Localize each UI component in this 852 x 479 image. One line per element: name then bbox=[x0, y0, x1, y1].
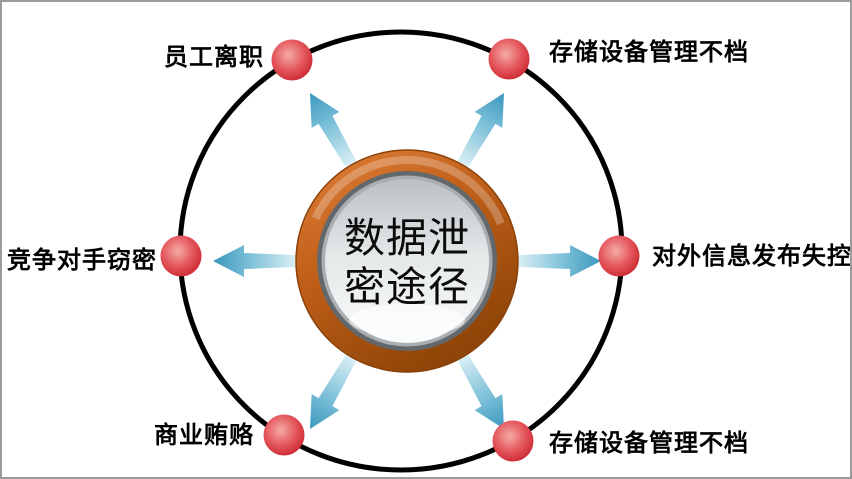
node-dot-bottom-right bbox=[492, 420, 534, 462]
arrow-down-left-icon bbox=[296, 349, 365, 438]
arrow-right-icon bbox=[519, 245, 601, 277]
arrow-up-right-icon bbox=[449, 84, 518, 173]
arrow-left-icon bbox=[213, 245, 295, 277]
arrow-up-left-icon bbox=[296, 84, 365, 173]
ring-highlight bbox=[302, 156, 512, 366]
node-dots bbox=[160, 38, 640, 462]
node-label-top-left: 员工离职 bbox=[164, 43, 264, 71]
disc-gloss bbox=[349, 304, 465, 336]
center-ring: 数据泄 密途径 bbox=[295, 149, 519, 373]
node-dot-left bbox=[160, 235, 202, 277]
node-label-bottom-left: 商业贿赂 bbox=[154, 421, 254, 449]
center-title-line1: 数据泄 bbox=[344, 214, 470, 262]
node-label-left: 竞争对手窃密 bbox=[7, 246, 157, 274]
node-label-top-right: 存储设备管理不档 bbox=[549, 38, 749, 66]
node-dot-bottom-left bbox=[263, 414, 305, 456]
center-title-line2: 密途径 bbox=[344, 263, 470, 311]
node-label-right: 对外信息发布失控 bbox=[652, 242, 852, 270]
node-dot-right bbox=[598, 235, 640, 277]
center-disc bbox=[325, 179, 489, 343]
node-label-bottom-right: 存储设备管理不档 bbox=[549, 429, 749, 457]
node-dot-top-left bbox=[271, 39, 313, 81]
node-labels: 员工离职 存储设备管理不档 竞争对手窃密 对外信息发布失控 商业贿赂 存储设备管… bbox=[7, 38, 852, 457]
node-dot-top-right bbox=[488, 38, 530, 80]
